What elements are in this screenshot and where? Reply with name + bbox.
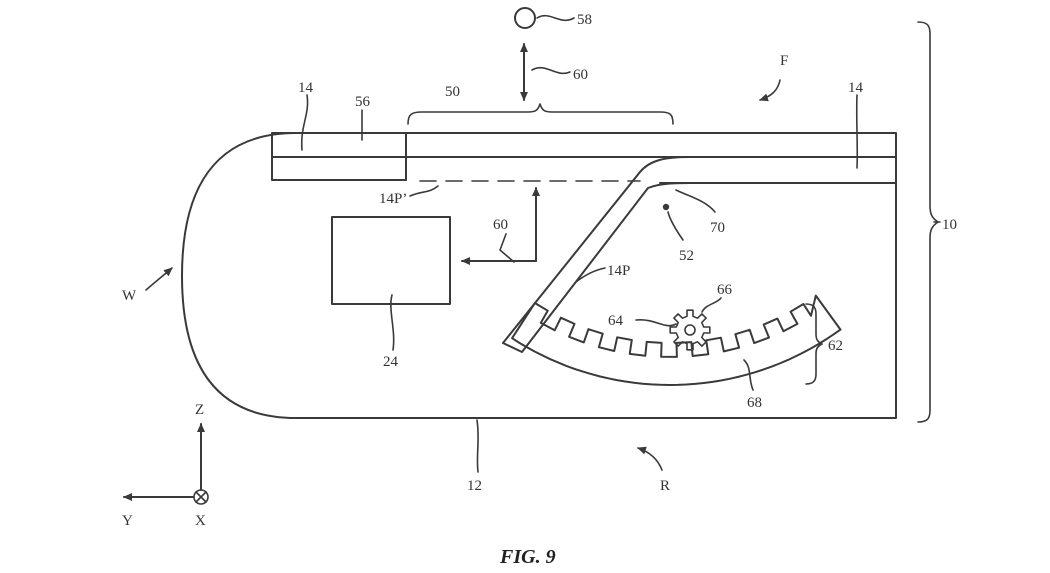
label-70: 70 [710,220,725,236]
label-58: 58 [577,12,592,28]
label-14p-prime: 14P’ [379,191,407,207]
leader-14-right [855,94,859,169]
label-64: 64 [608,313,624,329]
label-50: 50 [445,84,460,100]
leader-14-left [300,94,309,151]
label-60-mid: 60 [493,217,508,233]
housing-outline [181,132,897,419]
label-62: 62 [828,338,843,354]
brace-50 [407,103,674,125]
figure-caption: FIG. 9 [499,546,556,568]
label-axis-y: Y [122,513,133,529]
leader-70 [675,189,716,213]
label-60-top: 60 [573,67,588,83]
leader-66 [701,297,722,313]
leader-52 [667,211,684,241]
label-68: 68 [747,395,762,411]
leader-64 [635,319,677,327]
leader-14p [575,267,606,283]
leader-24 [390,294,395,351]
rack-68 [511,294,842,386]
component-24 [331,216,451,305]
leader-58 [536,14,575,22]
label-24: 24 [383,354,399,370]
label-56: 56 [355,94,371,110]
leader-12 [476,419,479,473]
direction-arrow-r [637,446,663,471]
label-52: 52 [679,248,694,264]
bracket-62 [805,303,823,385]
left-strip-segment [271,132,407,181]
direction-arrow-f [759,79,781,102]
panel-14p [502,156,691,353]
pivot-52 [662,203,670,211]
label-10: 10 [942,217,957,233]
label-14-left: 14 [298,80,314,96]
axis-x-cross [195,491,207,503]
label-r: R [660,478,670,494]
label-axis-z: Z [195,402,204,418]
label-f: F [780,53,788,69]
direction-arrow-w [145,267,173,291]
gear-66 [669,309,711,351]
label-66: 66 [717,282,733,298]
gear-hub-64 [684,324,696,336]
leader-60-mid [499,233,515,263]
axis-x-origin [193,489,209,505]
label-14p: 14P [607,263,630,279]
leader-60-top [531,66,571,75]
sensor-58 [514,7,536,29]
leader-14p-prime [409,185,439,197]
leader-68 [743,359,754,391]
label-14-right: 14 [848,80,864,96]
label-axis-x: X [195,513,206,529]
label-w: W [122,288,137,304]
label-12: 12 [467,478,482,494]
